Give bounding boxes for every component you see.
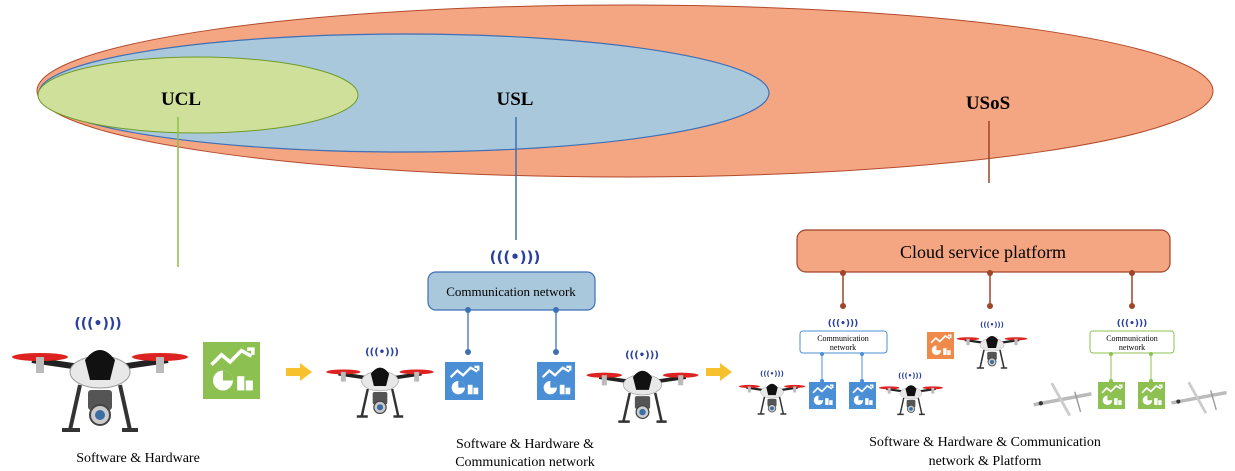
ucl-label: UCL xyxy=(161,89,201,110)
cloud-service-platform-box xyxy=(796,229,1171,273)
wifi-signal-icon: (((•))) xyxy=(625,350,659,361)
communication-network-label-small: Communication xyxy=(817,334,869,343)
drone-icon xyxy=(585,368,700,424)
stage3-caption-line2: network & Platform xyxy=(929,454,1042,469)
stage1-group: (((•))) Software & Hardware xyxy=(12,316,312,466)
software-hardware-icon xyxy=(849,382,876,409)
wifi-signal-icon: (((•))) xyxy=(760,370,784,378)
fixed-wing-drone-icon xyxy=(1169,380,1229,416)
software-hardware-icon xyxy=(537,362,575,400)
wifi-signal-icon: (((•))) xyxy=(1117,319,1147,329)
communication-network-box-small xyxy=(799,330,888,354)
software-hardware-icon xyxy=(927,332,954,359)
wifi-signal-icon: (((•))) xyxy=(365,347,399,358)
stage3-caption-line1: Software & Hardware & Communication xyxy=(869,435,1101,450)
software-hardware-icon xyxy=(203,342,260,399)
usl-label: USL xyxy=(497,89,534,110)
communication-network-label-small: network xyxy=(830,343,856,352)
stage3-group: Cloud service platform (((•))) Communica… xyxy=(738,229,1229,469)
communication-network-label-small: Communication xyxy=(1106,334,1158,343)
wifi-signal-icon: (((•))) xyxy=(74,316,121,332)
stage2-group: (((•))) Communication network (((•))) ((… xyxy=(325,248,732,470)
drone-icon xyxy=(12,350,188,430)
drone-icon xyxy=(738,382,806,416)
communication-network-label-small: network xyxy=(1119,343,1145,352)
drone-icon xyxy=(956,334,1028,370)
wifi-signal-icon: (((•))) xyxy=(828,319,858,329)
drone-icon xyxy=(325,365,435,419)
software-hardware-icon xyxy=(809,382,836,409)
software-hardware-icon xyxy=(1098,382,1125,409)
communication-network-box-small xyxy=(1089,330,1175,354)
fixed-wing-drone-icon xyxy=(1031,381,1094,418)
cloud-service-platform-label: Cloud service platform xyxy=(900,242,1066,262)
software-hardware-icon xyxy=(445,362,483,400)
communication-network-box xyxy=(427,271,596,311)
communication-network-label: Communication network xyxy=(446,284,576,299)
stage1-caption: Software & Hardware xyxy=(76,451,200,466)
wifi-signal-icon: (((•))) xyxy=(490,248,541,266)
stage2-caption-line2: Communication network xyxy=(455,455,595,470)
wifi-signal-icon: (((•))) xyxy=(980,321,1004,329)
drone-icon xyxy=(878,384,944,416)
usos-label: USoS xyxy=(966,93,1010,114)
stage2-caption-line1: Software & Hardware & xyxy=(456,437,594,452)
ucl-ellipse xyxy=(37,56,359,134)
transition-arrow-icon xyxy=(286,363,312,381)
transition-arrow-icon xyxy=(706,363,732,381)
wifi-signal-icon: (((•))) xyxy=(898,372,922,380)
software-hardware-icon xyxy=(1138,382,1165,409)
